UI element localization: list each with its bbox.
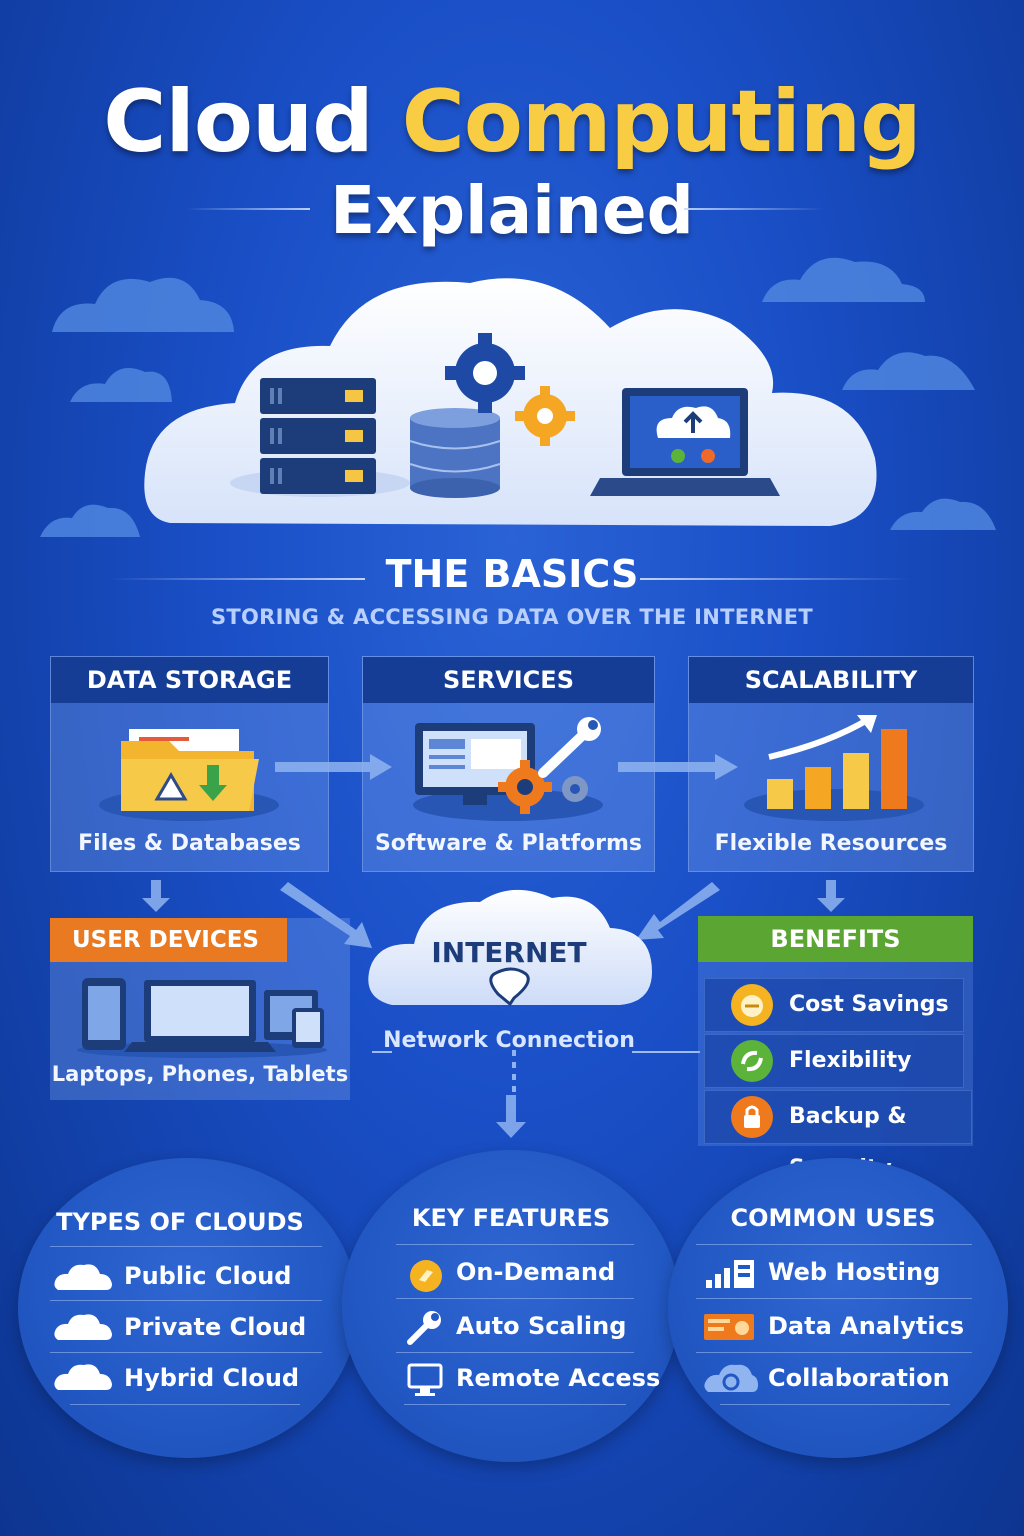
main-cloud-illustration: [144, 278, 877, 526]
data-storage-card: DATA STORAGE Files & Databases: [50, 656, 329, 872]
small-cloud-icon: [890, 498, 996, 530]
data-storage-caption: Files & Databases: [78, 831, 301, 856]
divider: [696, 1298, 972, 1299]
server-rack-icon: [706, 1260, 754, 1288]
page-subtitle: Explained: [330, 172, 694, 249]
internet-cloud-icon: [368, 889, 652, 1007]
scalability-caption: Flexible Resources: [714, 831, 948, 856]
benefits-panel: BENEFITS Cost Savings Flexibility Backup…: [698, 916, 973, 1181]
folder-icon: [99, 729, 279, 821]
arrow-down-icon: [817, 880, 845, 912]
divider: [70, 1404, 300, 1405]
services-card: SERVICES Software & Platforms: [362, 656, 655, 872]
title-divider-right: [684, 208, 824, 210]
features-title: KEY FEATURES: [411, 1204, 611, 1232]
divider: [50, 1352, 322, 1353]
arrow-diagonal-icon: [636, 882, 720, 940]
cloud-type-label: Public Cloud: [124, 1262, 292, 1290]
basics-divider-left: [110, 578, 365, 580]
benefits-title: BENEFITS: [698, 916, 973, 962]
arrow-diagonal-icon: [280, 882, 372, 948]
basics-title: THE BASICS: [385, 552, 639, 596]
benefit-item: Cost Savings: [704, 978, 964, 1032]
piggy-bank-icon: [731, 984, 773, 1026]
gear-icon: [445, 333, 575, 446]
user-devices-panel: USER DEVICES Laptops, Phones, Tablets: [50, 918, 350, 1100]
cloud-icon: [54, 1264, 112, 1290]
arrow-down-icon: [496, 1095, 526, 1138]
use-label: Web Hosting: [768, 1258, 941, 1286]
data-storage-title: DATA STORAGE: [51, 657, 328, 703]
feature-label: Remote Access: [456, 1364, 661, 1392]
divider: [404, 1404, 626, 1405]
use-label: Collaboration: [768, 1364, 950, 1392]
on-demand-icon: [410, 1260, 442, 1292]
basics-divider-right: [640, 578, 910, 580]
wrench-icon: [407, 1311, 441, 1345]
cloud-type-label: Private Cloud: [124, 1313, 307, 1341]
small-cloud-icon: [842, 352, 975, 390]
internet-caption: Network Connection: [383, 1028, 635, 1053]
benefit-label: Cost Savings: [789, 992, 949, 1017]
divider: [50, 1300, 322, 1301]
user-devices-caption: Laptops, Phones, Tablets: [51, 1062, 349, 1086]
divider: [696, 1352, 972, 1353]
scalability-title: SCALABILITY: [689, 657, 973, 703]
devices-icon: [77, 978, 327, 1058]
divider: [50, 1246, 322, 1247]
laptop-icon: [590, 388, 780, 496]
cloud-icon: [54, 1364, 112, 1390]
internet-title: INTERNET: [431, 936, 587, 969]
uses-title: COMMON USES: [730, 1204, 936, 1232]
refresh-icon: [731, 1040, 773, 1082]
title-divider-left: [186, 208, 310, 210]
software-tools-icon: [413, 717, 603, 821]
title-word-computing: Computing: [401, 72, 922, 172]
services-title: SERVICES: [363, 657, 654, 703]
common-uses-circle: [668, 1158, 1008, 1458]
divider: [396, 1298, 634, 1299]
divider: [720, 1404, 950, 1405]
arrow-down-icon: [142, 880, 170, 912]
divider: [696, 1244, 972, 1245]
benefit-label: Flexibility: [789, 1048, 912, 1073]
small-cloud-icon: [762, 257, 925, 302]
benefit-item: Backup & Security: [704, 1090, 972, 1181]
scalability-card: SCALABILITY Flexible Resources: [688, 656, 974, 872]
cloud-icon: [54, 1314, 112, 1340]
monitor-icon: [407, 1363, 443, 1396]
key-features-circle: [342, 1150, 680, 1462]
background-clouds: [40, 257, 996, 537]
small-cloud-icon: [70, 368, 172, 402]
server-rack-icon: [230, 378, 410, 497]
use-label: Data Analytics: [768, 1312, 965, 1340]
feature-label: Auto Scaling: [456, 1312, 627, 1340]
cloud-type-label: Hybrid Cloud: [124, 1364, 300, 1392]
basics-subtitle: STORING & ACCESSING DATA OVER THE INTERN…: [210, 605, 813, 629]
types-title: TYPES OF CLOUDS: [56, 1208, 304, 1236]
flow-arrows: [142, 754, 845, 1138]
divider: [396, 1352, 634, 1353]
growth-chart-icon: [744, 715, 924, 821]
analytics-icon: [704, 1314, 754, 1340]
arrow-right-icon: [618, 754, 738, 780]
small-cloud-icon: [40, 504, 140, 537]
small-cloud-icon: [52, 277, 234, 332]
types-of-clouds-circle: [18, 1158, 358, 1458]
title-word-cloud: Cloud: [103, 72, 373, 172]
divider: [396, 1244, 634, 1245]
cloud-sync-icon: [704, 1364, 758, 1392]
database-icon: [409, 408, 501, 498]
arrow-right-icon: [275, 754, 392, 780]
services-caption: Software & Platforms: [374, 831, 643, 856]
lock-icon: [731, 1096, 773, 1138]
user-devices-title: USER DEVICES: [50, 918, 287, 962]
page-title: Cloud Computing: [0, 72, 1024, 172]
feature-label: On-Demand: [456, 1258, 616, 1286]
benefit-item: Flexibility: [704, 1034, 964, 1088]
